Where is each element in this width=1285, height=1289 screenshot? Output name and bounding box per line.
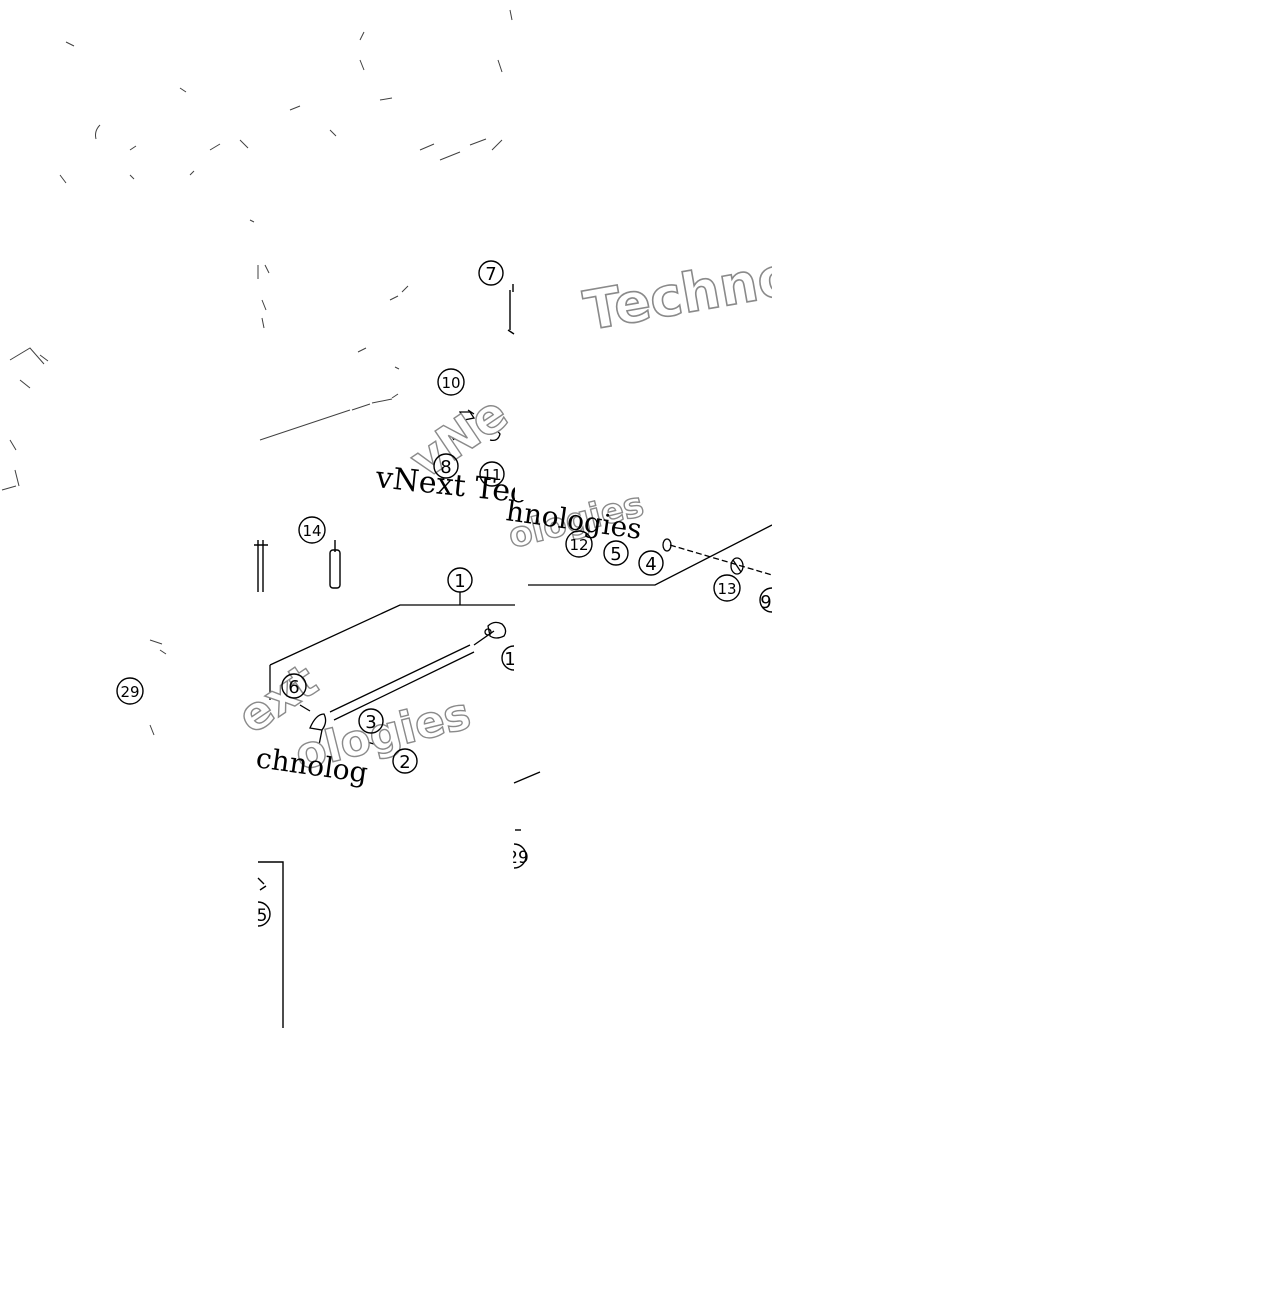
callouts: 7 10 8 11 14 12 5 4 [116,260,773,927]
callout-13: 13 [713,574,741,602]
svg-text:12: 12 [569,536,588,554]
callout-5: 5 [603,540,629,566]
callout-4: 4 [638,550,664,576]
callout-8: 8 [433,453,459,479]
lower-frame [257,829,521,1028]
callout-11: 11 [479,461,505,487]
callout-9: 9 [759,587,773,613]
svg-text:4: 4 [645,554,656,575]
callout-10: 10 [437,368,465,396]
callout-29-partial: 29 [507,843,529,869]
svg-text:5: 5 [610,544,621,565]
svg-text:29: 29 [120,683,139,701]
svg-text:1: 1 [504,649,515,670]
crop-masks [515,250,832,630]
svg-text:3: 3 [365,712,376,733]
callout-14: 14 [298,516,326,544]
svg-text:10: 10 [441,374,460,392]
callout-2: 2 [392,748,418,774]
callout-29: 29 [116,677,144,705]
svg-text:13: 13 [717,580,736,598]
clip-parts [445,409,501,442]
svg-text:11: 11 [482,466,501,484]
callout-5-partial: 5 [257,901,271,927]
svg-text:9: 9 [760,592,771,613]
part-7-bracket [507,284,515,335]
callout-3: 3 [358,708,384,734]
svg-text:8: 8 [440,457,451,478]
svg-text:14: 14 [302,522,321,540]
svg-text:1: 1 [454,571,465,592]
svg-text:6: 6 [288,677,299,698]
callout-1: 1 [447,567,473,593]
pivot-pins [254,540,341,592]
watermark-techno: Techno [579,244,799,343]
main-bar-assembly [269,592,541,784]
callout-7: 7 [478,260,504,286]
svg-text:7: 7 [485,264,496,285]
rear-assembly-frame [528,524,773,586]
callout-1-partial: 1 [501,645,516,671]
svg-text:5: 5 [257,906,268,926]
svg-text:2: 2 [399,752,410,773]
callout-12: 12 [565,530,593,558]
faded-scan-fragments [1,9,513,736]
callout-6: 6 [281,673,307,699]
svg-text:29: 29 [507,848,529,868]
